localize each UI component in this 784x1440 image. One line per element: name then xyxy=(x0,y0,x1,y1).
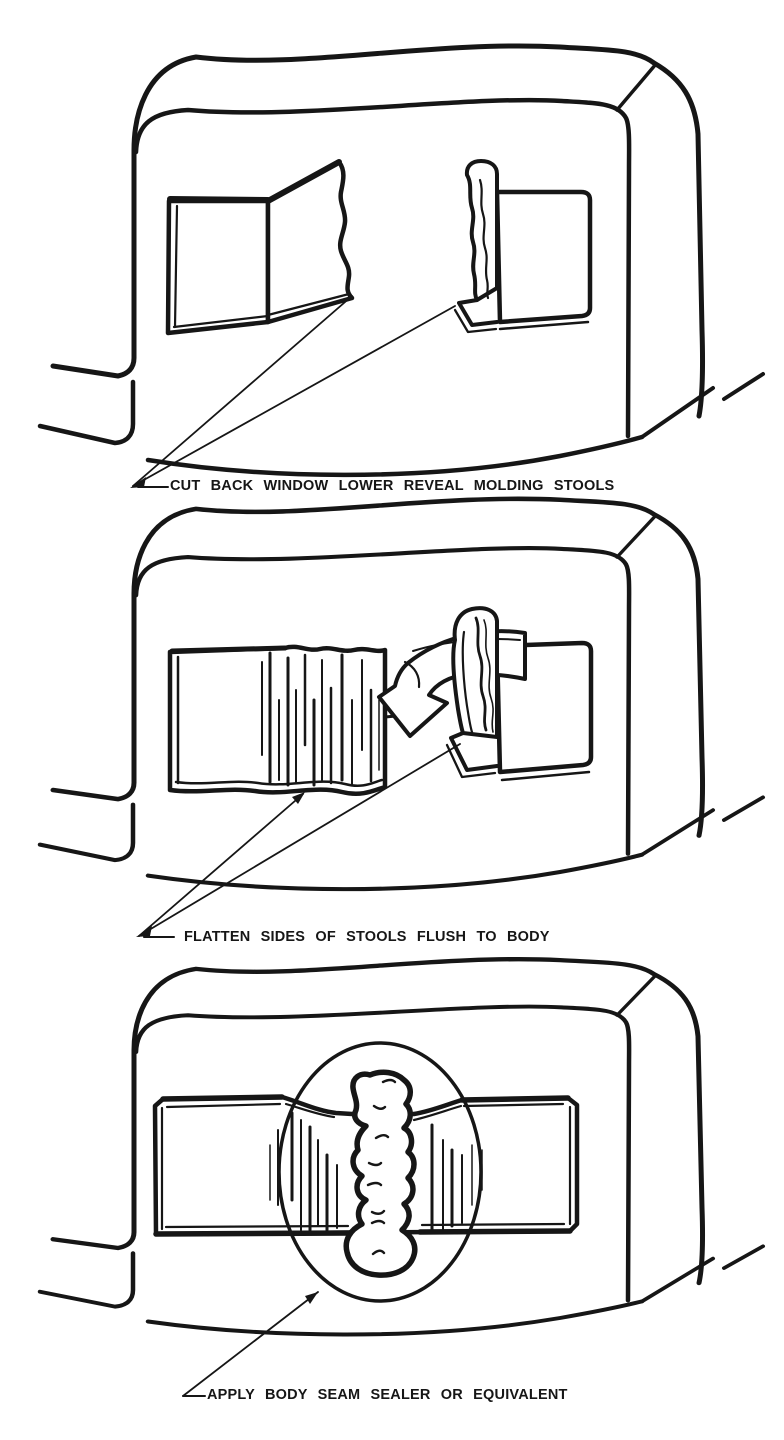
pointer-wedge xyxy=(136,926,152,937)
right-stool-assembly xyxy=(377,606,594,782)
stool-plate xyxy=(494,189,593,325)
stool-foot xyxy=(449,731,499,772)
caption-apply-seam-sealer: APPLY BODY SEAM SEALER OR EQUIVALENT xyxy=(207,1387,568,1403)
caption-flatten-stools: FLATTEN SIDES OF STOOLS FLUSH TO BODY xyxy=(184,929,550,945)
cut-edge-strip xyxy=(464,159,499,302)
crease-lines xyxy=(261,651,380,787)
seam-sealer-bead xyxy=(343,1069,418,1278)
callout-ellipse xyxy=(277,1041,483,1303)
pointer-lines xyxy=(130,295,456,488)
right-molding-stool-cut xyxy=(453,159,593,334)
caption-cut-back-stools: CUT BACK WINDOW LOWER REVEAL MOLDING STO… xyxy=(170,478,615,494)
stool-foot xyxy=(457,298,499,327)
flattened-left-stool xyxy=(167,644,398,796)
panel-cut-back-stools xyxy=(40,46,763,488)
left-molding-stool-cut xyxy=(165,159,355,336)
cut-edge-panel xyxy=(265,159,355,325)
pointer-line xyxy=(182,1291,319,1397)
arrowhead xyxy=(305,1292,318,1304)
panel-apply-seam-sealer xyxy=(40,959,763,1397)
arrowhead xyxy=(292,792,305,804)
pointer-wedge xyxy=(130,477,146,488)
pointer-lines xyxy=(136,743,461,938)
panel-flatten-stools xyxy=(40,499,763,938)
sealer-texture xyxy=(366,1078,397,1256)
vehicle-body-outline xyxy=(40,46,763,475)
